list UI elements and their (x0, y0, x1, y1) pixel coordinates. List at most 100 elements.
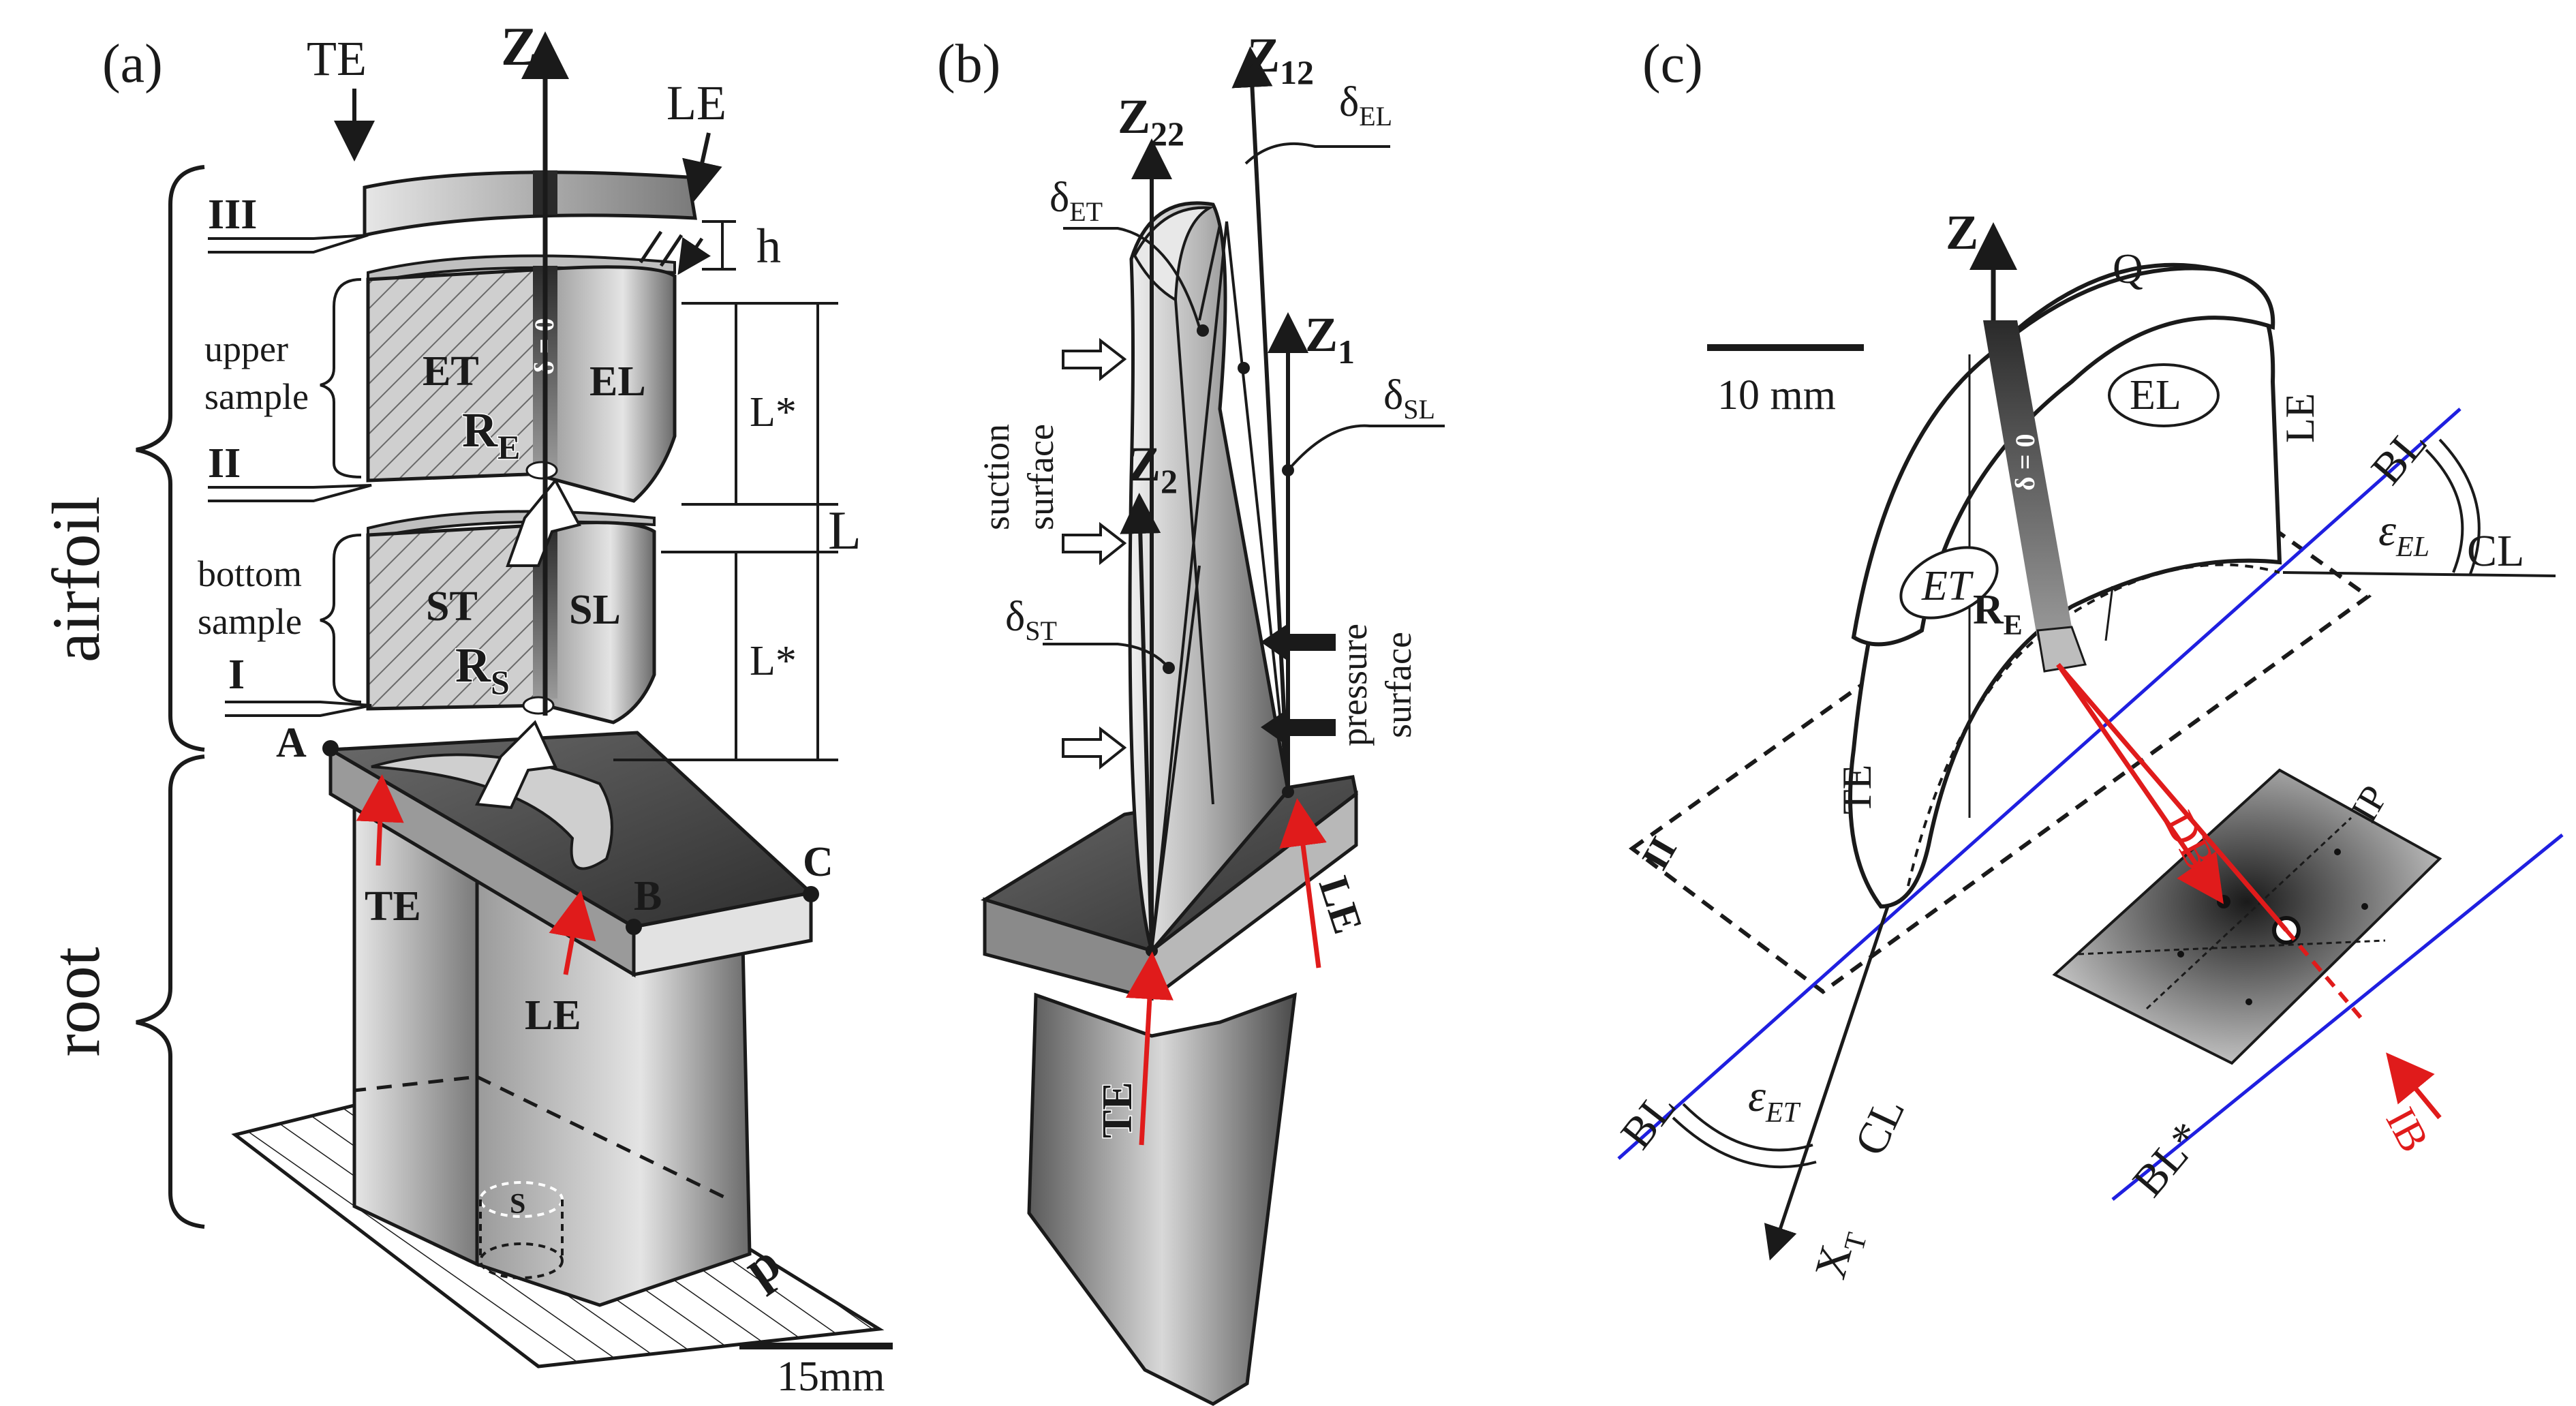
bottom-sample-label-1: bottom (198, 553, 302, 594)
upper-sample-label-2: sample (204, 376, 309, 417)
section-iii-label: III (208, 192, 257, 238)
c-cl-label-left: CL (1845, 1090, 1914, 1163)
panel-c-label: (c) (1642, 34, 1703, 94)
b-leader-el (1244, 142, 1390, 165)
section-ii-label: II (208, 440, 241, 487)
panel-c: (c) 10 mm II δ = 0 EL ET Q LE TE RE (1611, 34, 2564, 1286)
b-leader-sl (1287, 424, 1445, 472)
airfoil-label: airfoil (38, 496, 114, 662)
panel-b-label: (b) (937, 34, 1000, 94)
white-arrow-lower (474, 720, 557, 810)
c-eps-et-label: εET (1748, 1071, 1801, 1129)
b-delta-et: δET (1049, 174, 1103, 227)
dim-l-label: L (828, 501, 861, 561)
panel-a-label: (a) (102, 34, 163, 94)
b-te-label: TE (1094, 1082, 1141, 1138)
c-eps-et-arc-2 (1672, 1116, 1817, 1169)
root-le-arrow (549, 890, 596, 975)
dim-h (702, 220, 736, 271)
point-b-label: B (634, 873, 662, 919)
b-dot-el (1238, 362, 1250, 374)
section-ii-arrow (208, 484, 372, 502)
c-db-beam (2056, 663, 2224, 904)
dim-lstar-lower-label: L* (750, 638, 797, 684)
c-et-label: ET (1921, 563, 1974, 609)
c-delta-label: δ = 0 (2010, 433, 2040, 491)
c-z-label: Z (1946, 205, 1978, 260)
b-le-arrow (1279, 798, 1327, 968)
c-bl-label-right: BL (2362, 418, 2437, 494)
b-z1-label: Z1 (1305, 307, 1355, 371)
b-pressure-arrow-2 (1261, 709, 1336, 746)
b-suction-arrow-3 (1062, 726, 1127, 770)
upper-zone-et: ET (423, 348, 479, 395)
upper-sample-label-1: upper (204, 328, 288, 369)
root-te-label: TE (365, 883, 421, 930)
b-blade-inner-edge (1174, 224, 1221, 805)
c-ip-dashed-lines (2078, 816, 2386, 1010)
c-te-label: TE (1835, 765, 1880, 814)
c-ip-spot-3 (2334, 849, 2341, 855)
b-leader-st (1043, 643, 1170, 669)
c-scale-label: 10 mm (1717, 372, 1836, 418)
c-el-label: EL (2130, 372, 2181, 418)
b-z12-label: Z12 (1247, 28, 1314, 91)
b-suction-arrow-1 (1062, 337, 1127, 382)
b-delta-el: δEL (1339, 79, 1392, 132)
point-c-label: C (803, 839, 833, 885)
airfoil-brace (136, 165, 205, 752)
root-brace (136, 754, 205, 1229)
re-point (525, 461, 558, 480)
b-pressure-label-2: surface (1378, 632, 1419, 738)
c-bl-star-label: BL* (2123, 1113, 2213, 1206)
c-delta-strip (1983, 320, 2072, 641)
dim-lstar-lower (613, 551, 838, 761)
slice-iii (363, 170, 697, 238)
b-leader-et (1063, 227, 1201, 328)
dim-h-label: h (756, 219, 781, 273)
dim-lstar-upper-label: L* (750, 389, 797, 435)
c-ip-spot-6 (2245, 998, 2252, 1005)
root-s-label: S (510, 1189, 525, 1220)
c-xt-label: XT (1805, 1223, 1873, 1286)
c-xt-axis (1764, 906, 1890, 1261)
b-suction-label-1: suction (976, 424, 1017, 530)
b-dot-et (1197, 324, 1209, 337)
c-plane-ii-label: II (1634, 830, 1685, 877)
c-eps-el-arc-2 (2438, 438, 2481, 575)
root-platform-side (632, 890, 813, 977)
section-i-arrow (225, 701, 372, 717)
a-le-label: LE (666, 76, 726, 130)
c-le-label: LE (2278, 393, 2322, 443)
c-ip-spot-1 (2217, 895, 2230, 908)
b-dot-base-te (1146, 945, 1158, 957)
c-eps-et-arc (1682, 1103, 1813, 1152)
c-et-ellipse (1899, 546, 1999, 620)
dim-lstar-upper (681, 302, 838, 506)
point-b (626, 919, 642, 935)
b-z22-label: Z22 (1118, 89, 1184, 153)
a-te-label: TE (307, 31, 367, 86)
rs-point (522, 696, 555, 715)
bottom-sample-sl (543, 521, 656, 724)
b-z12-axis (1231, 46, 1290, 791)
b-delta-sl: δSL (1383, 372, 1435, 425)
bottom-zone-st: ST (426, 583, 478, 630)
root-te-arrow (356, 774, 404, 866)
upper-sample-brace (320, 278, 362, 478)
b-dot-base-le (1282, 786, 1294, 798)
b-z2-axis (1120, 493, 1161, 951)
c-re-label: RE (1973, 587, 2023, 641)
rs-label: RS (455, 638, 510, 701)
c-ip-spot-4 (2177, 951, 2184, 958)
c-re-strip (2036, 626, 2087, 673)
b-tilted-lines (1150, 221, 1289, 951)
point-a-label: A (276, 720, 307, 766)
bottom-sample-top (367, 510, 656, 540)
section-iii-arrow (208, 234, 369, 254)
root-le-label: LE (525, 992, 581, 1039)
a-le-arrow (682, 132, 722, 202)
c-ib-beam (2056, 662, 2288, 932)
point-c (803, 886, 819, 902)
